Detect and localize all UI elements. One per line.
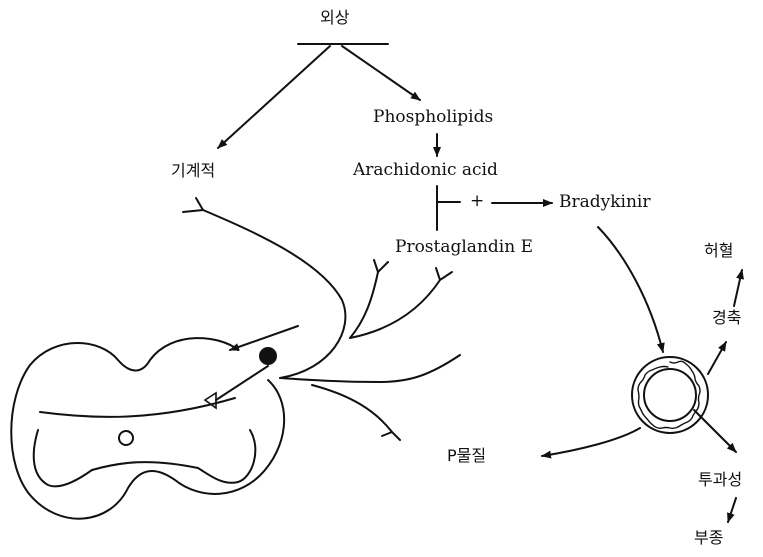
nerve-fiber-lower	[312, 385, 392, 432]
label-hemorrhage: 허혈	[704, 243, 733, 259]
arrow-efferent	[230, 326, 298, 350]
nerve-ending-4	[382, 432, 400, 440]
spinal-cord-outline	[11, 338, 284, 519]
label-permeability: 투과성	[698, 472, 742, 488]
arrow-vessel-substance-p	[542, 428, 640, 456]
vessel-muscle-layer	[638, 361, 700, 428]
arrow-vessel-spasm	[708, 342, 726, 374]
central-canal	[119, 431, 133, 445]
label-substance-p: P물질	[447, 448, 486, 464]
vessel-inner-wall	[644, 369, 696, 421]
label-edema: 부종	[694, 530, 723, 546]
label-prostaglandin-e: Prostaglandin E	[395, 239, 533, 256]
dorsal-root-ganglion	[259, 347, 277, 365]
nerve-fiber-main	[280, 355, 460, 382]
nerve-ending-1	[183, 198, 203, 212]
nerve-fiber-branch	[350, 272, 378, 338]
spinal-cord-gray-center	[92, 462, 198, 470]
arrow-permeability-edema	[728, 498, 736, 522]
nerve-ending-2	[374, 260, 388, 272]
arrow-bradykinin-vessel	[598, 227, 663, 352]
nerve-ending-3	[436, 268, 452, 280]
label-trauma: 외상	[320, 10, 349, 26]
spinal-cord-gray-left	[34, 430, 92, 486]
synapse-link	[216, 366, 268, 400]
label-phospholipids: Phospholipids	[373, 109, 493, 126]
label-spasm: 경축	[712, 310, 741, 326]
label-arachidonic-acid: Arachidonic acid	[353, 162, 498, 179]
label-mechanical: 기계적	[171, 163, 215, 179]
nerve-fiber-prostaglandin	[350, 280, 440, 338]
arrow-spasm-hemorrhage	[734, 270, 742, 306]
label-bradykinin: Bradykinir	[559, 194, 651, 211]
arrow-trauma-phospholipids	[342, 46, 420, 100]
label-plus: +	[470, 193, 484, 210]
arrow-trauma-mechanical	[218, 46, 330, 148]
spinal-cord-gray-right	[198, 430, 255, 483]
